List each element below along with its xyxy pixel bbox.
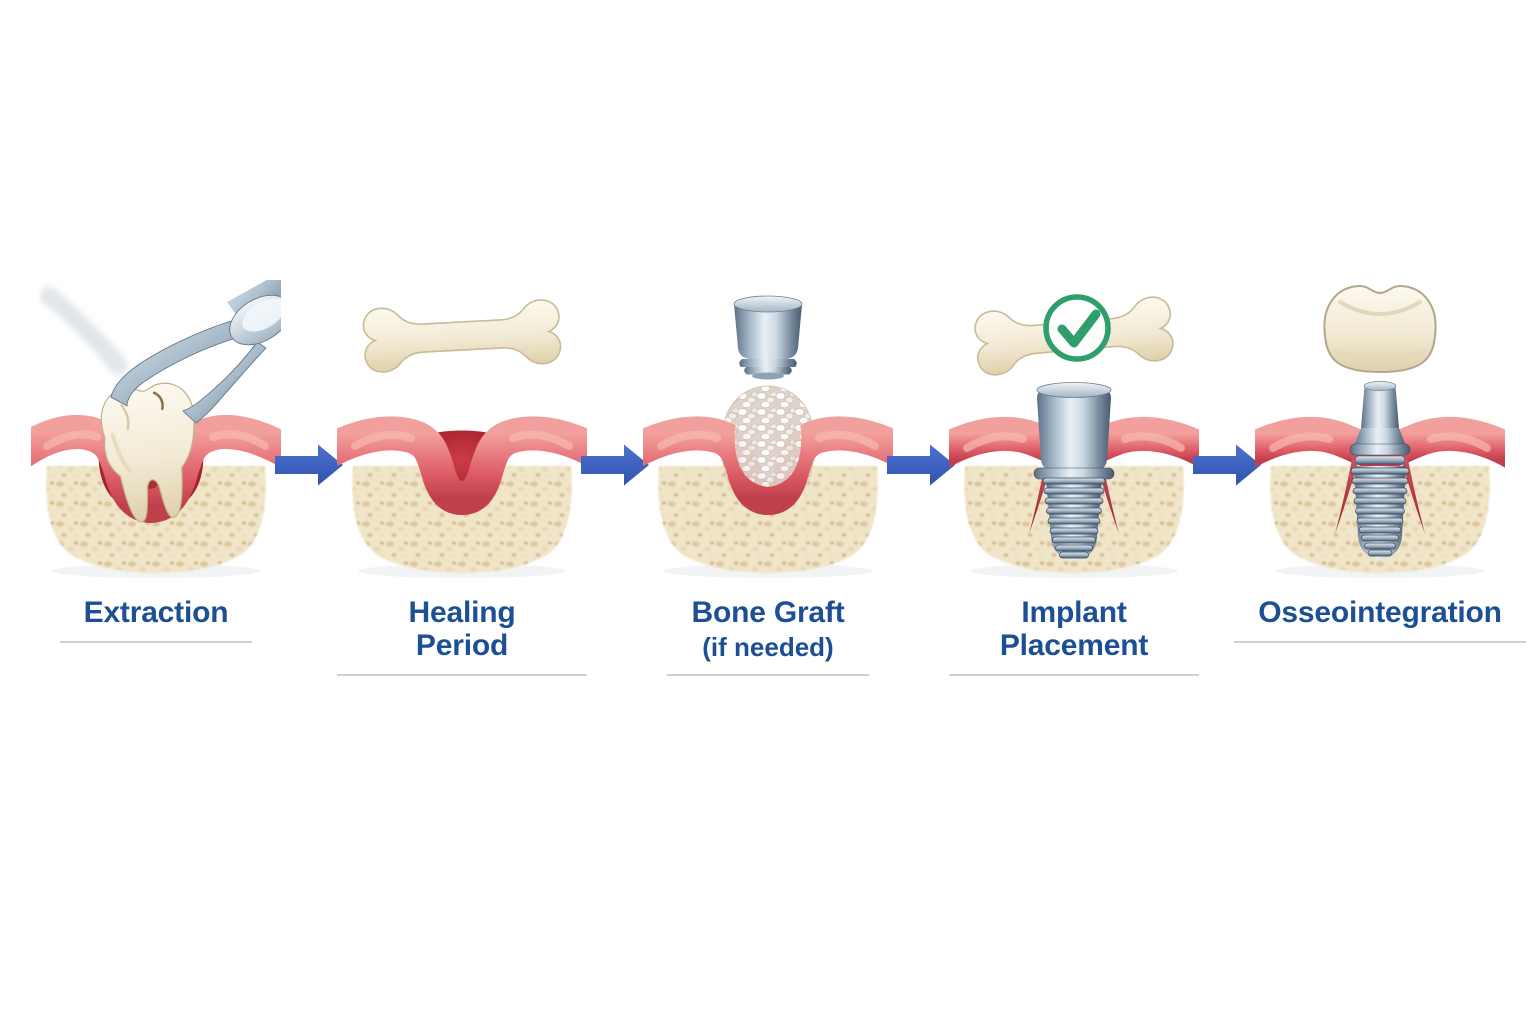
bone-icon bbox=[362, 299, 562, 373]
stage-label-block: Bone Graft (if needed) bbox=[667, 596, 869, 676]
gum-highlight bbox=[209, 430, 269, 450]
implant-with-healing-cap bbox=[1033, 382, 1115, 560]
arrow-icon bbox=[273, 440, 345, 495]
stage-implant-placement: Implant Placement bbox=[949, 280, 1199, 676]
label-underline-wrap: Healing Period bbox=[337, 596, 587, 676]
gum-highlight bbox=[1269, 432, 1333, 452]
bone-graft-illustration bbox=[643, 295, 893, 578]
jaw-bone bbox=[352, 466, 572, 573]
gum-highlight bbox=[1121, 432, 1185, 452]
forceps-icon bbox=[110, 280, 281, 424]
label-underline-wrap: Extraction bbox=[59, 596, 253, 643]
motion-blur-streak bbox=[40, 287, 128, 375]
arrow-icon bbox=[579, 440, 651, 495]
stage-label-block: Extraction bbox=[59, 596, 253, 643]
implant-with-abutment bbox=[1349, 381, 1411, 559]
checkmark-icon bbox=[1043, 294, 1111, 362]
stage-osseointegration: Osseointegration bbox=[1234, 280, 1526, 643]
label-underline-wrap: Implant Placement bbox=[949, 596, 1199, 676]
stage-label-block: Implant Placement bbox=[949, 596, 1199, 676]
gum-highlight bbox=[351, 430, 415, 450]
jaw-bone bbox=[658, 466, 878, 573]
gum-highlight bbox=[657, 430, 721, 450]
arrow-icon bbox=[885, 440, 957, 495]
stage-title: Osseointegration bbox=[1258, 596, 1502, 629]
stage-title: Extraction bbox=[83, 596, 229, 629]
stage-bone-graft: Bone Graft (if needed) bbox=[643, 280, 893, 676]
stage-title: Implant Placement bbox=[999, 596, 1149, 662]
gum-highlight bbox=[963, 432, 1027, 452]
stage-extraction: Extraction bbox=[31, 280, 281, 643]
gum-highlight bbox=[815, 430, 879, 450]
osseointegration-illustration bbox=[1255, 284, 1505, 578]
stage-subtitle: (if needed) bbox=[702, 632, 834, 662]
stage-label-block: Osseointegration bbox=[1234, 596, 1526, 643]
stage-title: Bone Graft bbox=[691, 596, 845, 629]
extracted-tooth bbox=[100, 382, 195, 523]
arrow-icon bbox=[1191, 440, 1263, 495]
stage-label-block: Healing Period bbox=[337, 596, 587, 676]
extraction-illustration bbox=[31, 280, 281, 578]
bone-graft-granules-top bbox=[734, 398, 802, 487]
healing-illustration bbox=[337, 299, 587, 578]
process-flow-row: Extraction Healing Period bbox=[0, 280, 1536, 676]
healing-cap-icon bbox=[733, 295, 803, 380]
label-underline-wrap: Bone Graft (if needed) bbox=[667, 596, 869, 676]
label-underline-wrap: Osseointegration bbox=[1234, 596, 1526, 643]
stage-healing-period: Healing Period bbox=[337, 280, 587, 676]
gum-highlight bbox=[43, 430, 101, 450]
gum-highlight bbox=[1427, 432, 1491, 452]
crown-icon bbox=[1323, 284, 1437, 374]
gum-highlight bbox=[509, 430, 573, 450]
stage-title: Healing Period bbox=[408, 596, 516, 662]
implant-placement-illustration bbox=[949, 294, 1199, 578]
